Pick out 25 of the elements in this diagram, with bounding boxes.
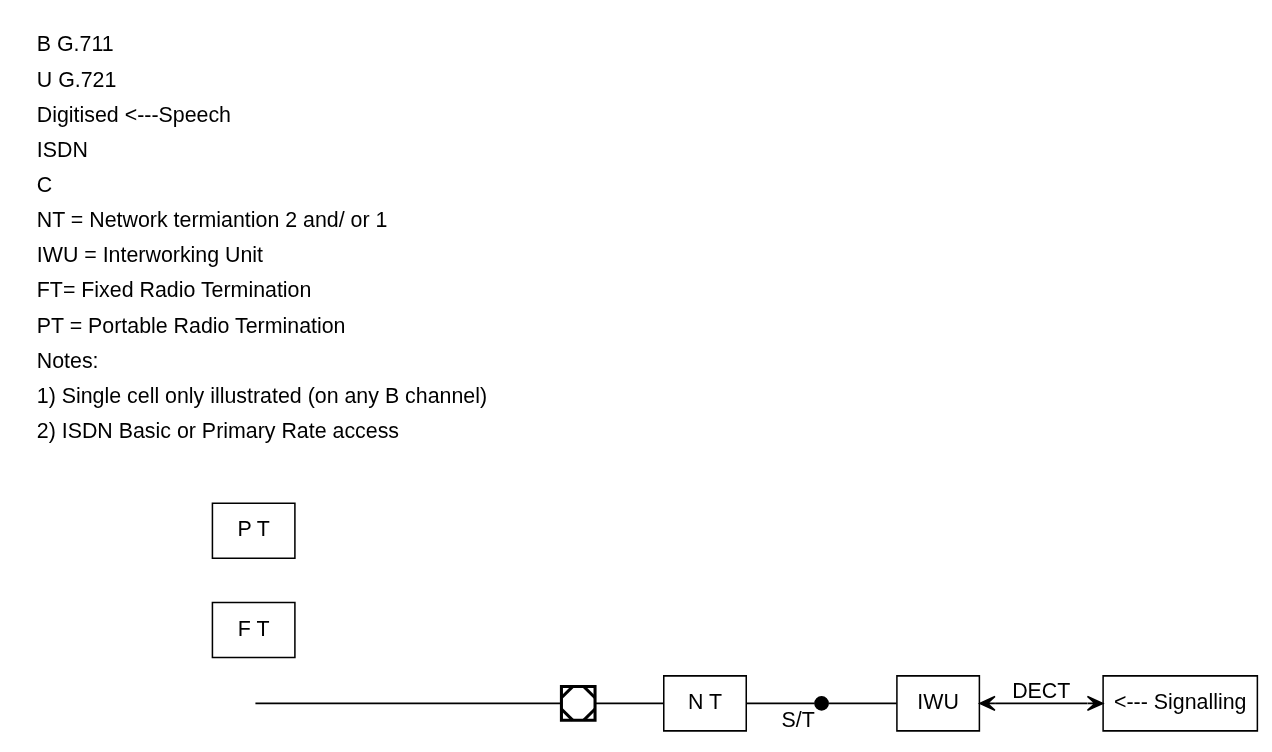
label: ISDN (36, 137, 88, 162)
connector (827, 702, 898, 705)
node-label: S/T (781, 708, 815, 733)
label: PT = Portable Radio Termination (36, 313, 346, 338)
node-box: F T (211, 601, 296, 659)
arrow (978, 695, 1104, 711)
label: NT = Network termiantion 2 and/ or 1 (36, 208, 388, 233)
label: FT= Fixed Radio Termination (36, 278, 312, 303)
node-box: N T (663, 675, 747, 732)
node-circle (814, 696, 829, 711)
label: Digitised <---Speech (36, 102, 232, 127)
connector (746, 702, 816, 705)
label: 2) ISDN Basic or Primary Rate access (36, 418, 400, 443)
node-box: <--- Signalling (1102, 675, 1259, 732)
edge-label: DECT (1012, 678, 1071, 703)
label: U G.721 (36, 67, 117, 92)
node-box: IWU (896, 675, 981, 732)
connector (254, 702, 562, 705)
label: 1) Single cell only illustrated (on any B channel) (36, 383, 488, 408)
label: C (36, 173, 53, 198)
label: IWU = Interworking Unit (36, 243, 264, 268)
connector (594, 702, 665, 705)
label: Notes: (36, 348, 99, 373)
node-box: P T (211, 502, 296, 560)
label: B G.711 (36, 32, 114, 57)
